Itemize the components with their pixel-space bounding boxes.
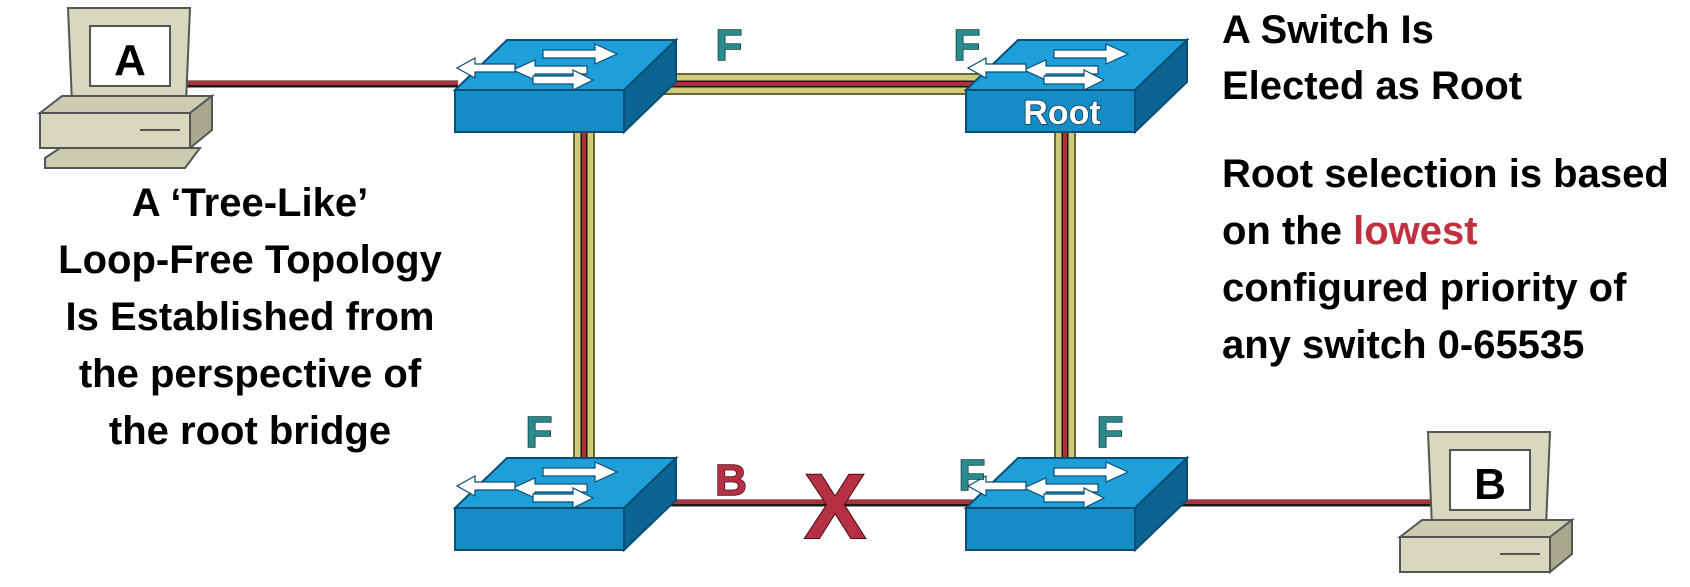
link-pca-switch bbox=[185, 80, 458, 88]
switch-arrows-icon bbox=[966, 43, 1130, 91]
switch-bottom-right[interactable] bbox=[963, 455, 1190, 553]
rule-highlight: lowest bbox=[1353, 209, 1478, 253]
switch-top-right[interactable]: Root bbox=[963, 37, 1190, 135]
link-switch-pcb bbox=[1170, 499, 1430, 507]
caption-line: A Switch Is bbox=[1222, 8, 1434, 52]
switch-arrows-icon bbox=[455, 461, 619, 509]
pc-a[interactable]: A bbox=[37, 7, 215, 169]
pc-b[interactable]: B bbox=[1397, 431, 1575, 575]
pc-b-label: B bbox=[1474, 460, 1506, 509]
port-state-top-left: F bbox=[716, 21, 743, 70]
root-selection-rule: Root selection is based on the lowest co… bbox=[1222, 146, 1690, 374]
switch-bottom-left[interactable] bbox=[452, 455, 679, 553]
port-state-bottom-left-right: B bbox=[715, 456, 747, 505]
topology-caption: A ‘Tree-Like’ Loop-Free Topology Is Esta… bbox=[5, 175, 495, 460]
caption-line: the perspective of bbox=[78, 352, 422, 396]
caption-line: the root bridge bbox=[108, 409, 392, 453]
port-state-bottom-left-top: F bbox=[526, 408, 553, 457]
link-bottom bbox=[620, 499, 985, 507]
port-state-bottom-right-top: F bbox=[1097, 408, 1124, 457]
port-labels: F F F B F F bbox=[525, 20, 1124, 506]
caption-line: Loop-Free Topology bbox=[58, 238, 442, 282]
switch-arrows-icon bbox=[966, 461, 1130, 509]
caption-line: Elected as Root bbox=[1222, 64, 1523, 108]
switch-arrows-icon bbox=[455, 43, 619, 91]
rule-text-before: Root selection is based on the bbox=[1222, 152, 1669, 253]
rule-text-after: configured priority of any switch 0-6553… bbox=[1222, 266, 1627, 367]
root-label: Root bbox=[1023, 94, 1100, 132]
switch-top-left[interactable] bbox=[452, 37, 679, 135]
port-state-bottom-right-left: F bbox=[959, 451, 986, 500]
caption-line: Is Established from bbox=[65, 295, 435, 339]
links bbox=[185, 73, 1430, 507]
caption-line: A ‘Tree-Like’ bbox=[131, 181, 369, 225]
pc-a-label: A bbox=[114, 36, 146, 85]
port-state-top-right: F bbox=[954, 21, 981, 70]
blocked-x-icon: X bbox=[804, 456, 865, 558]
root-election-caption: A Switch Is Elected as Root bbox=[1222, 2, 1682, 114]
